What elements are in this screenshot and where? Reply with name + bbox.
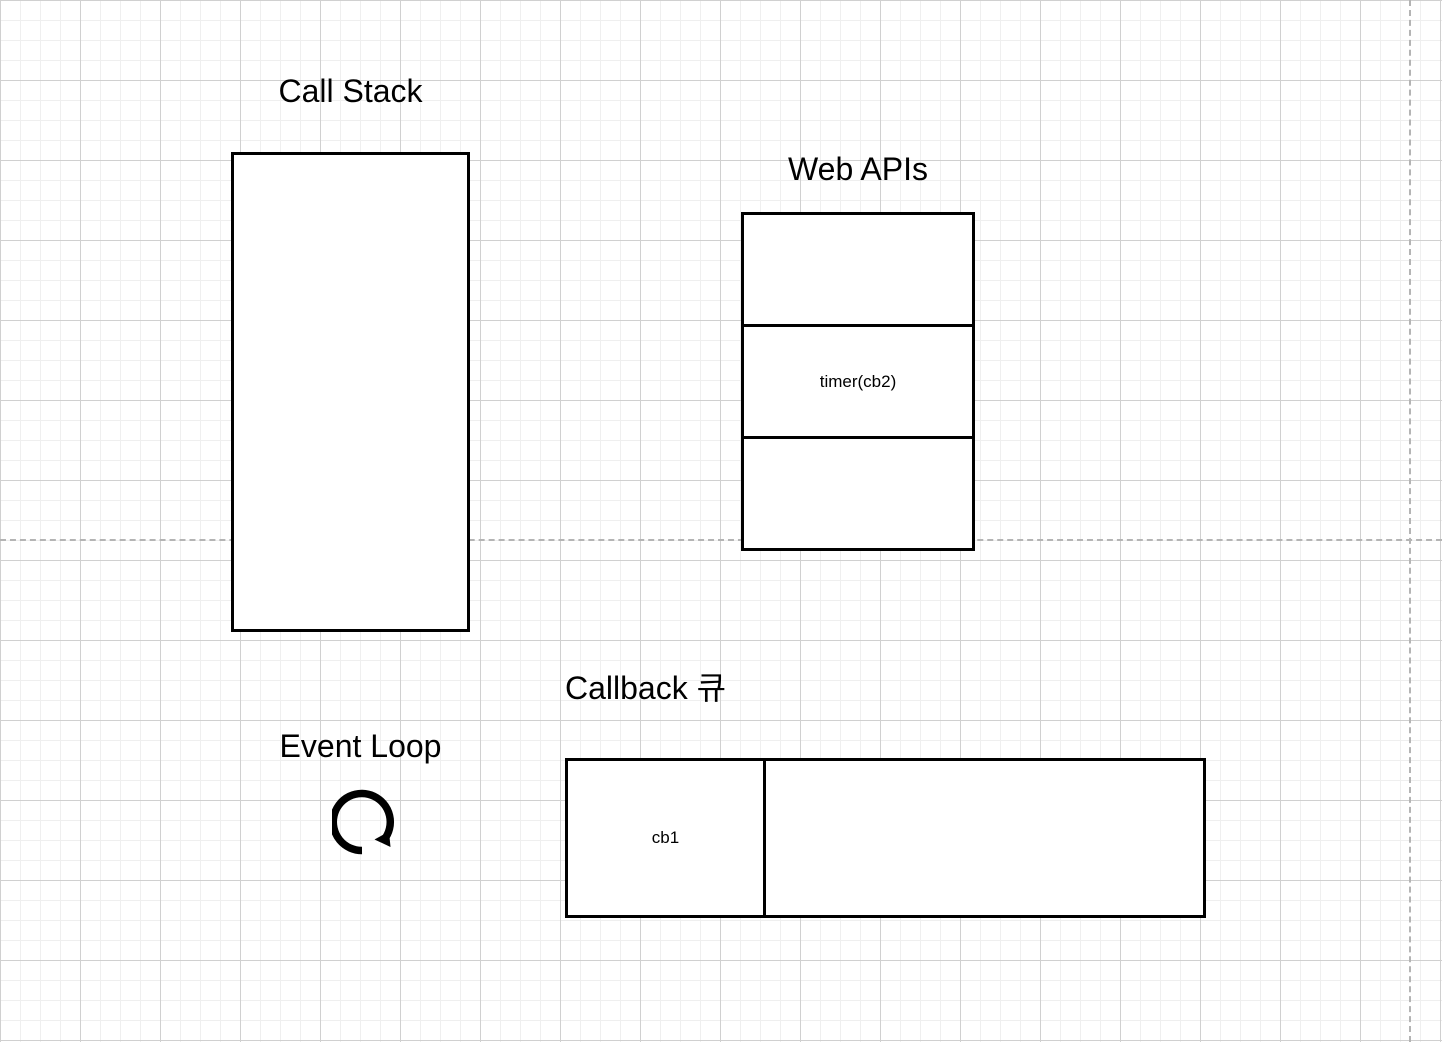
page-guide-vertical [1409,0,1411,1042]
callback-queue-box[interactable]: cb1 [565,758,1206,918]
web-apis-row-1[interactable] [744,215,972,324]
web-apis-row-3[interactable] [744,436,972,548]
callback-queue-cell-2[interactable] [763,761,1203,915]
call-stack-frame[interactable] [234,155,467,629]
web-apis-row-2[interactable]: timer(cb2) [744,324,972,436]
circular-arrow-icon [329,789,398,855]
call-stack-box[interactable] [231,152,470,632]
call-stack-title: Call Stack [278,73,423,109]
page-guide-horizontal [0,539,1442,541]
web-apis-box[interactable]: timer(cb2) [741,212,975,551]
callback-queue-cell-1[interactable]: cb1 [568,761,763,915]
event-loop-title: Event Loop [279,728,442,764]
callback-queue-title: Callback 큐 [565,670,727,706]
web-apis-title: Web APIs [788,151,928,187]
